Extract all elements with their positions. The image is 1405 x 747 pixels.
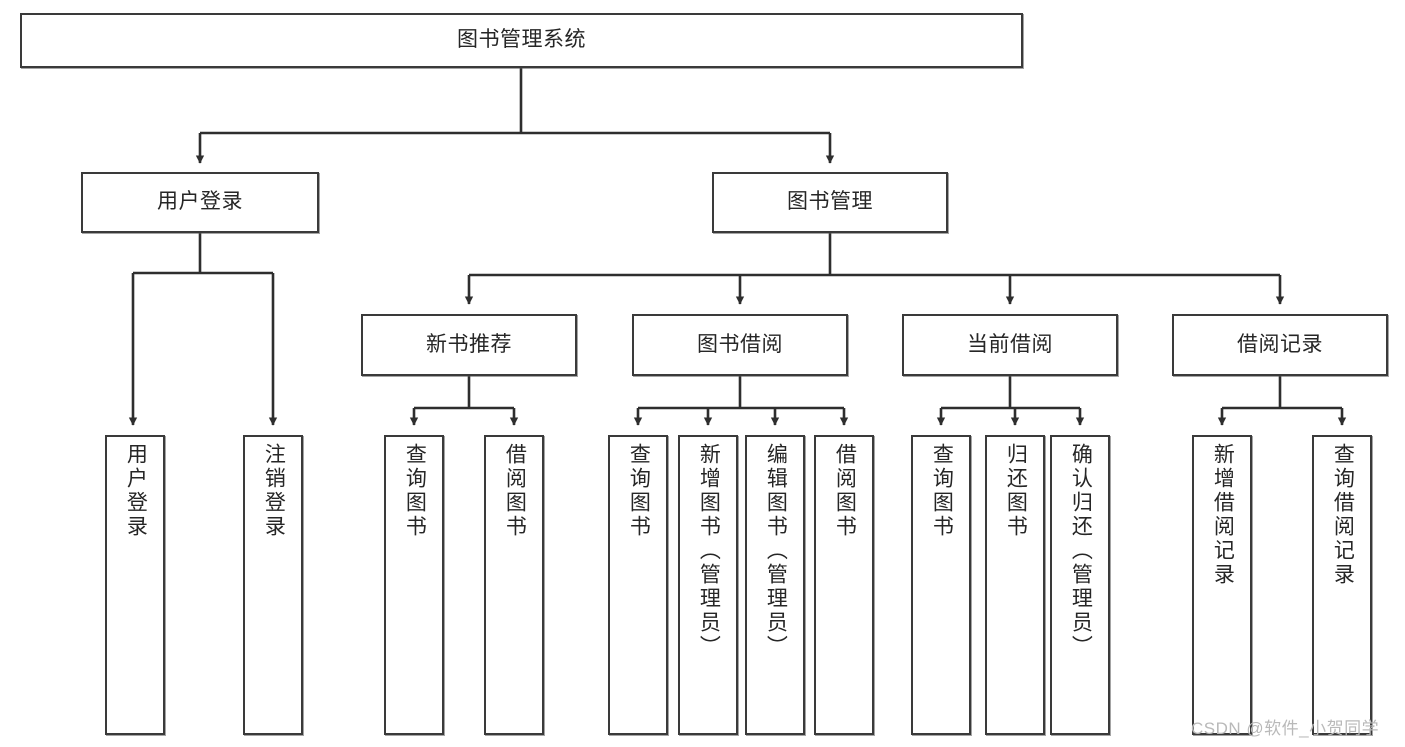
node-leaf-query-book-3-label: 查询图书 xyxy=(930,443,954,539)
node-leaf-edit-book-label: 编辑图书（管理员） xyxy=(764,443,788,659)
node-leaf-user-login-label: 用户登录 xyxy=(124,443,148,539)
node-root[interactable]: 图书管理系统 xyxy=(20,13,1023,68)
node-leaf-query-book-1[interactable]: 查询图书 xyxy=(384,435,444,735)
node-leaf-return-book[interactable]: 归还图书 xyxy=(985,435,1045,735)
node-leaf-add-record-label: 新增借阅记录 xyxy=(1211,443,1235,587)
node-leaf-add-book-label: 新增图书（管理员） xyxy=(697,443,721,659)
node-leaf-logout[interactable]: 注销登录 xyxy=(243,435,303,735)
node-leaf-edit-book[interactable]: 编辑图书（管理员） xyxy=(745,435,805,735)
node-book-borrow[interactable]: 图书借阅 xyxy=(632,314,848,376)
node-leaf-borrow-book-2-label: 借阅图书 xyxy=(833,443,857,539)
node-user-login[interactable]: 用户登录 xyxy=(81,172,319,233)
node-new-book-rec[interactable]: 新书推荐 xyxy=(361,314,577,376)
node-current-borrow[interactable]: 当前借阅 xyxy=(902,314,1118,376)
node-borrow-record-label: 借阅记录 xyxy=(1237,332,1323,356)
node-leaf-query-book-1-label: 查询图书 xyxy=(403,443,427,539)
node-current-borrow-label: 当前借阅 xyxy=(967,332,1053,356)
node-leaf-query-book-2[interactable]: 查询图书 xyxy=(608,435,668,735)
node-leaf-user-login[interactable]: 用户登录 xyxy=(105,435,165,735)
node-user-login-label: 用户登录 xyxy=(157,190,243,214)
node-leaf-query-record[interactable]: 查询借阅记录 xyxy=(1312,435,1372,735)
node-leaf-query-book-3[interactable]: 查询图书 xyxy=(911,435,971,735)
node-book-borrow-label: 图书借阅 xyxy=(697,332,783,356)
node-leaf-borrow-book-1-label: 借阅图书 xyxy=(503,443,527,539)
node-new-book-rec-label: 新书推荐 xyxy=(426,332,512,356)
watermark-text: CSDN @软件_小贺同学 xyxy=(1191,719,1380,738)
node-leaf-borrow-book-1[interactable]: 借阅图书 xyxy=(484,435,544,735)
node-book-manage[interactable]: 图书管理 xyxy=(712,172,948,233)
node-root-label: 图书管理系统 xyxy=(457,28,586,52)
node-leaf-query-book-2-label: 查询图书 xyxy=(627,443,651,539)
node-leaf-return-book-label: 归还图书 xyxy=(1004,443,1028,539)
node-leaf-borrow-book-2[interactable]: 借阅图书 xyxy=(814,435,874,735)
node-leaf-logout-label: 注销登录 xyxy=(262,443,286,539)
node-leaf-query-record-label: 查询借阅记录 xyxy=(1331,443,1355,587)
node-leaf-confirm-return-label: 确认归还（管理员） xyxy=(1069,443,1093,659)
node-book-manage-label: 图书管理 xyxy=(787,190,873,214)
node-borrow-record[interactable]: 借阅记录 xyxy=(1172,314,1388,376)
node-leaf-add-record[interactable]: 新增借阅记录 xyxy=(1192,435,1252,735)
node-leaf-add-book[interactable]: 新增图书（管理员） xyxy=(678,435,738,735)
node-leaf-confirm-return[interactable]: 确认归还（管理员） xyxy=(1050,435,1110,735)
